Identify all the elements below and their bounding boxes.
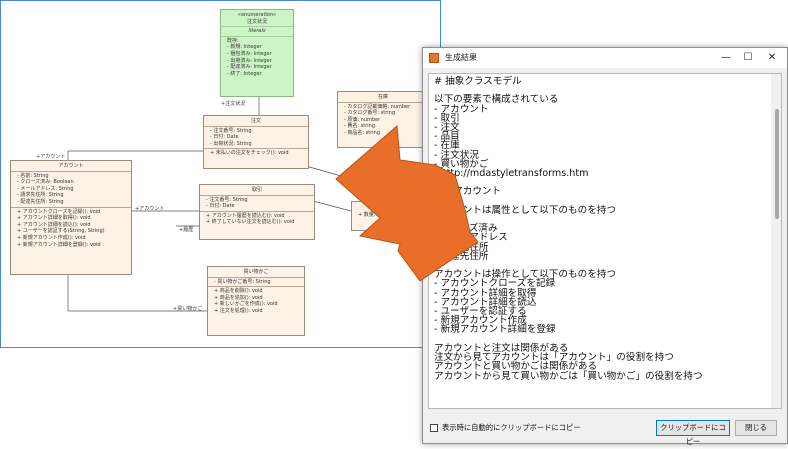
cart-class-name: 買い物かご: [208, 267, 304, 278]
attr-row: - カタログ記載価格: number: [344, 103, 411, 110]
maximize-icon[interactable]: ☐: [743, 52, 753, 63]
minimize-icon[interactable]: —: [721, 52, 731, 63]
enum-row: - 配達済み: Integer: [227, 64, 272, 71]
label-history: +履歴: [179, 227, 194, 233]
enum-row: - 終了: Integer: [227, 70, 262, 77]
op-row: + アカウントクローズを記録(): void: [17, 208, 101, 215]
attr-row: - 名前: String: [17, 172, 49, 179]
attr-row: - 費名: string: [344, 123, 376, 130]
op-row: + 商品を削除(): void: [214, 288, 263, 295]
close-button[interactable]: 閉じる: [735, 420, 777, 436]
op-row: + 商品を追加(): void: [214, 294, 263, 301]
order-ops: + 未払いの注文をチェック(): void: [204, 149, 308, 158]
label-account-left: +アカウント: [36, 154, 66, 160]
auto-copy-checkbox[interactable]: [430, 424, 438, 432]
attr-row: - 日付: Date: [206, 203, 235, 210]
cart-attrs: - 買い物かご番号: String: [208, 278, 304, 288]
attr-row: - 買い物かご番号: String: [214, 278, 271, 285]
attr-row: - 出荷状況: String: [210, 140, 252, 147]
op-row: + アカウント詳細を取得(): void: [17, 215, 91, 222]
transaction-class-name: 取引: [200, 185, 314, 196]
order-class-name: 注文: [204, 116, 308, 127]
window-title: 生成結果: [445, 53, 477, 62]
association-lines: [67, 96, 352, 312]
enum-header: «enumeration» 注文状況: [221, 10, 293, 28]
op-row: + アカウント履歴を読込む(): void: [206, 212, 285, 219]
label-cart: +買い物かご: [173, 306, 203, 312]
close-icon[interactable]: ✕: [767, 52, 777, 63]
scrollbar-thumb[interactable]: [775, 109, 779, 219]
op-row: + ユーザーを認証する(String, String): [17, 228, 105, 235]
account-attrs: - 名前: String - クローズ済み: Boolean - メールアドレス…: [11, 172, 131, 208]
attr-row: - カタログ番号: string: [344, 110, 396, 117]
order-class[interactable]: 注文 - 注文番号: String - 日付: Date - 出荷状況: Str…: [203, 115, 309, 169]
account-class[interactable]: アカウント - 名前: String - クローズ済み: Boolean - メ…: [10, 160, 132, 275]
op-row: + 終了していない注文を読込む(): void: [206, 219, 295, 226]
attr-row: - メールアドレス: String: [17, 185, 74, 192]
attr-row: - クローズ済み: Boolean: [17, 179, 74, 186]
enum-row: - 梱包済み: Integer: [227, 50, 272, 57]
vertical-scrollbar[interactable]: [771, 74, 781, 408]
enum-literals-section: literals: [221, 27, 293, 37]
op-row: + 新規アカウント詳細を登録(): void: [17, 241, 101, 248]
label-order-status: +注文状況: [221, 101, 246, 107]
enum-rows: 既存: - 新規: Integer - 梱包済み: Integer - 出荷済み…: [221, 37, 293, 79]
attr-row: - 注文番号: String: [210, 127, 252, 134]
account-class-name: アカウント: [11, 161, 131, 172]
cart-ops: + 商品を削除(): void + 商品を追加(): void + 新しいかごを…: [208, 287, 304, 315]
enum-section-title: literals: [248, 28, 266, 35]
attr-row: - 注文番号: String: [206, 196, 248, 203]
enum-stereotype: «enumeration»: [237, 12, 277, 18]
enum-row: - 新規: Integer: [227, 44, 262, 51]
enum-name: 注文状況: [246, 18, 267, 25]
op-row: + 未払いの注文をチェック(): void: [210, 150, 289, 157]
attr-row: - 日付: Date: [210, 134, 239, 141]
transaction-ops: + アカウント履歴を読込む(): void + 終了していない注文を読込む():…: [200, 212, 314, 227]
transaction-attrs: - 注文番号: String - 日付: Date: [200, 196, 314, 212]
result-window[interactable]: 生成結果 — ☐ ✕ # 抽象クラスモデル 以下の要素で構成されている - アカ…: [422, 47, 788, 446]
attr-row: - 原価: number: [344, 116, 381, 123]
enum-row: 既存:: [227, 37, 239, 44]
cart-class[interactable]: 買い物かご - 買い物かご番号: String + 商品を削除(): void …: [207, 266, 305, 336]
account-ops: + アカウントクローズを記録(): void + アカウント詳細を取得(): v…: [11, 208, 131, 250]
app-icon: [429, 53, 439, 63]
order-attrs: - 注文番号: String - 日付: Date - 出荷状況: String: [204, 127, 308, 150]
attr-row: - 請求先住所: String: [17, 192, 64, 199]
op-row: + 新しいかごを作成(): void: [214, 301, 278, 308]
window-titlebar[interactable]: 生成結果 — ☐ ✕: [423, 48, 787, 68]
enum-row: - 出荷済み: Integer: [227, 57, 272, 64]
attr-row: - 配達先住所: String: [17, 198, 64, 205]
stock-class-name: 在庫: [338, 92, 428, 103]
auto-copy-label: 表示時に自動的にクリップボードにコピー: [442, 423, 581, 432]
label-account-mid: +アカウント: [135, 206, 165, 212]
op-row: + 新規アカウント作成(): void: [17, 234, 86, 241]
stock-attrs: - カタログ記載価格: number - カタログ番号: string - 原価…: [338, 103, 428, 138]
attr-row: - 商品名: string: [344, 129, 381, 136]
transaction-class[interactable]: 取引 - 注文番号: String - 日付: Date + アカウント履歴を読…: [199, 184, 315, 240]
enum-order-status-class[interactable]: «enumeration» 注文状況 literals 既存: - 新規: In…: [220, 9, 294, 97]
op-row: + 注文を処理(): void: [214, 307, 263, 314]
op-row: + アカウント詳細を読込(): void: [17, 221, 91, 228]
copy-to-clipboard-button[interactable]: クリップボードにコピー: [656, 420, 730, 446]
